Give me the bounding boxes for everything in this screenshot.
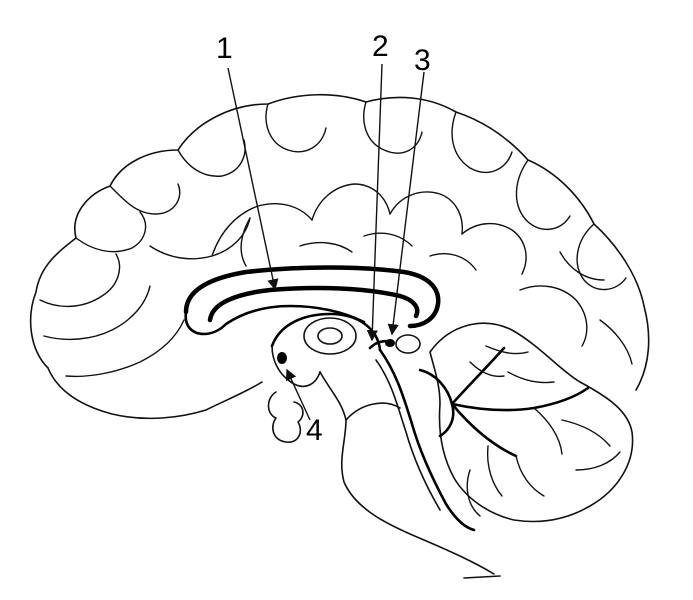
anterior-commissure: [277, 352, 287, 364]
label-4: 4: [306, 414, 323, 447]
thalamus: [303, 317, 357, 355]
label-1: 1: [216, 32, 233, 65]
arbor-vitae: [450, 345, 621, 517]
pons: [345, 402, 401, 421]
cerebellum-outline: [429, 322, 634, 523]
aqueduct: [375, 359, 441, 511]
label-3: 3: [414, 44, 431, 77]
posterior-commissure: [368, 339, 392, 350]
corpus-callosum-upper: [183, 265, 441, 329]
leader-line-2: [366, 63, 383, 342]
cerebrum-outline: [29, 93, 650, 391]
brainstem-back: [378, 348, 476, 532]
superior-colliculus: [395, 334, 421, 354]
frontal-lower-edge: [47, 367, 263, 420]
third-ventricle-wall: [270, 312, 382, 352]
gyri: [39, 101, 633, 378]
brainstem-front: [319, 371, 495, 575]
pituitary: [267, 391, 304, 443]
corpus-callosum-genu: [184, 310, 228, 336]
hypothalamus-outline: [271, 345, 321, 388]
spinal-cord-base: [463, 575, 501, 579]
label-2: 2: [372, 30, 389, 63]
fourth-ventricle: [418, 368, 455, 438]
leader-line-1: [227, 67, 279, 291]
corpus-callosum-lower: [207, 285, 420, 323]
leader-line-4: [286, 368, 311, 421]
leader-line-3: [387, 71, 425, 336]
interthalamic-adhesion: [317, 327, 343, 345]
